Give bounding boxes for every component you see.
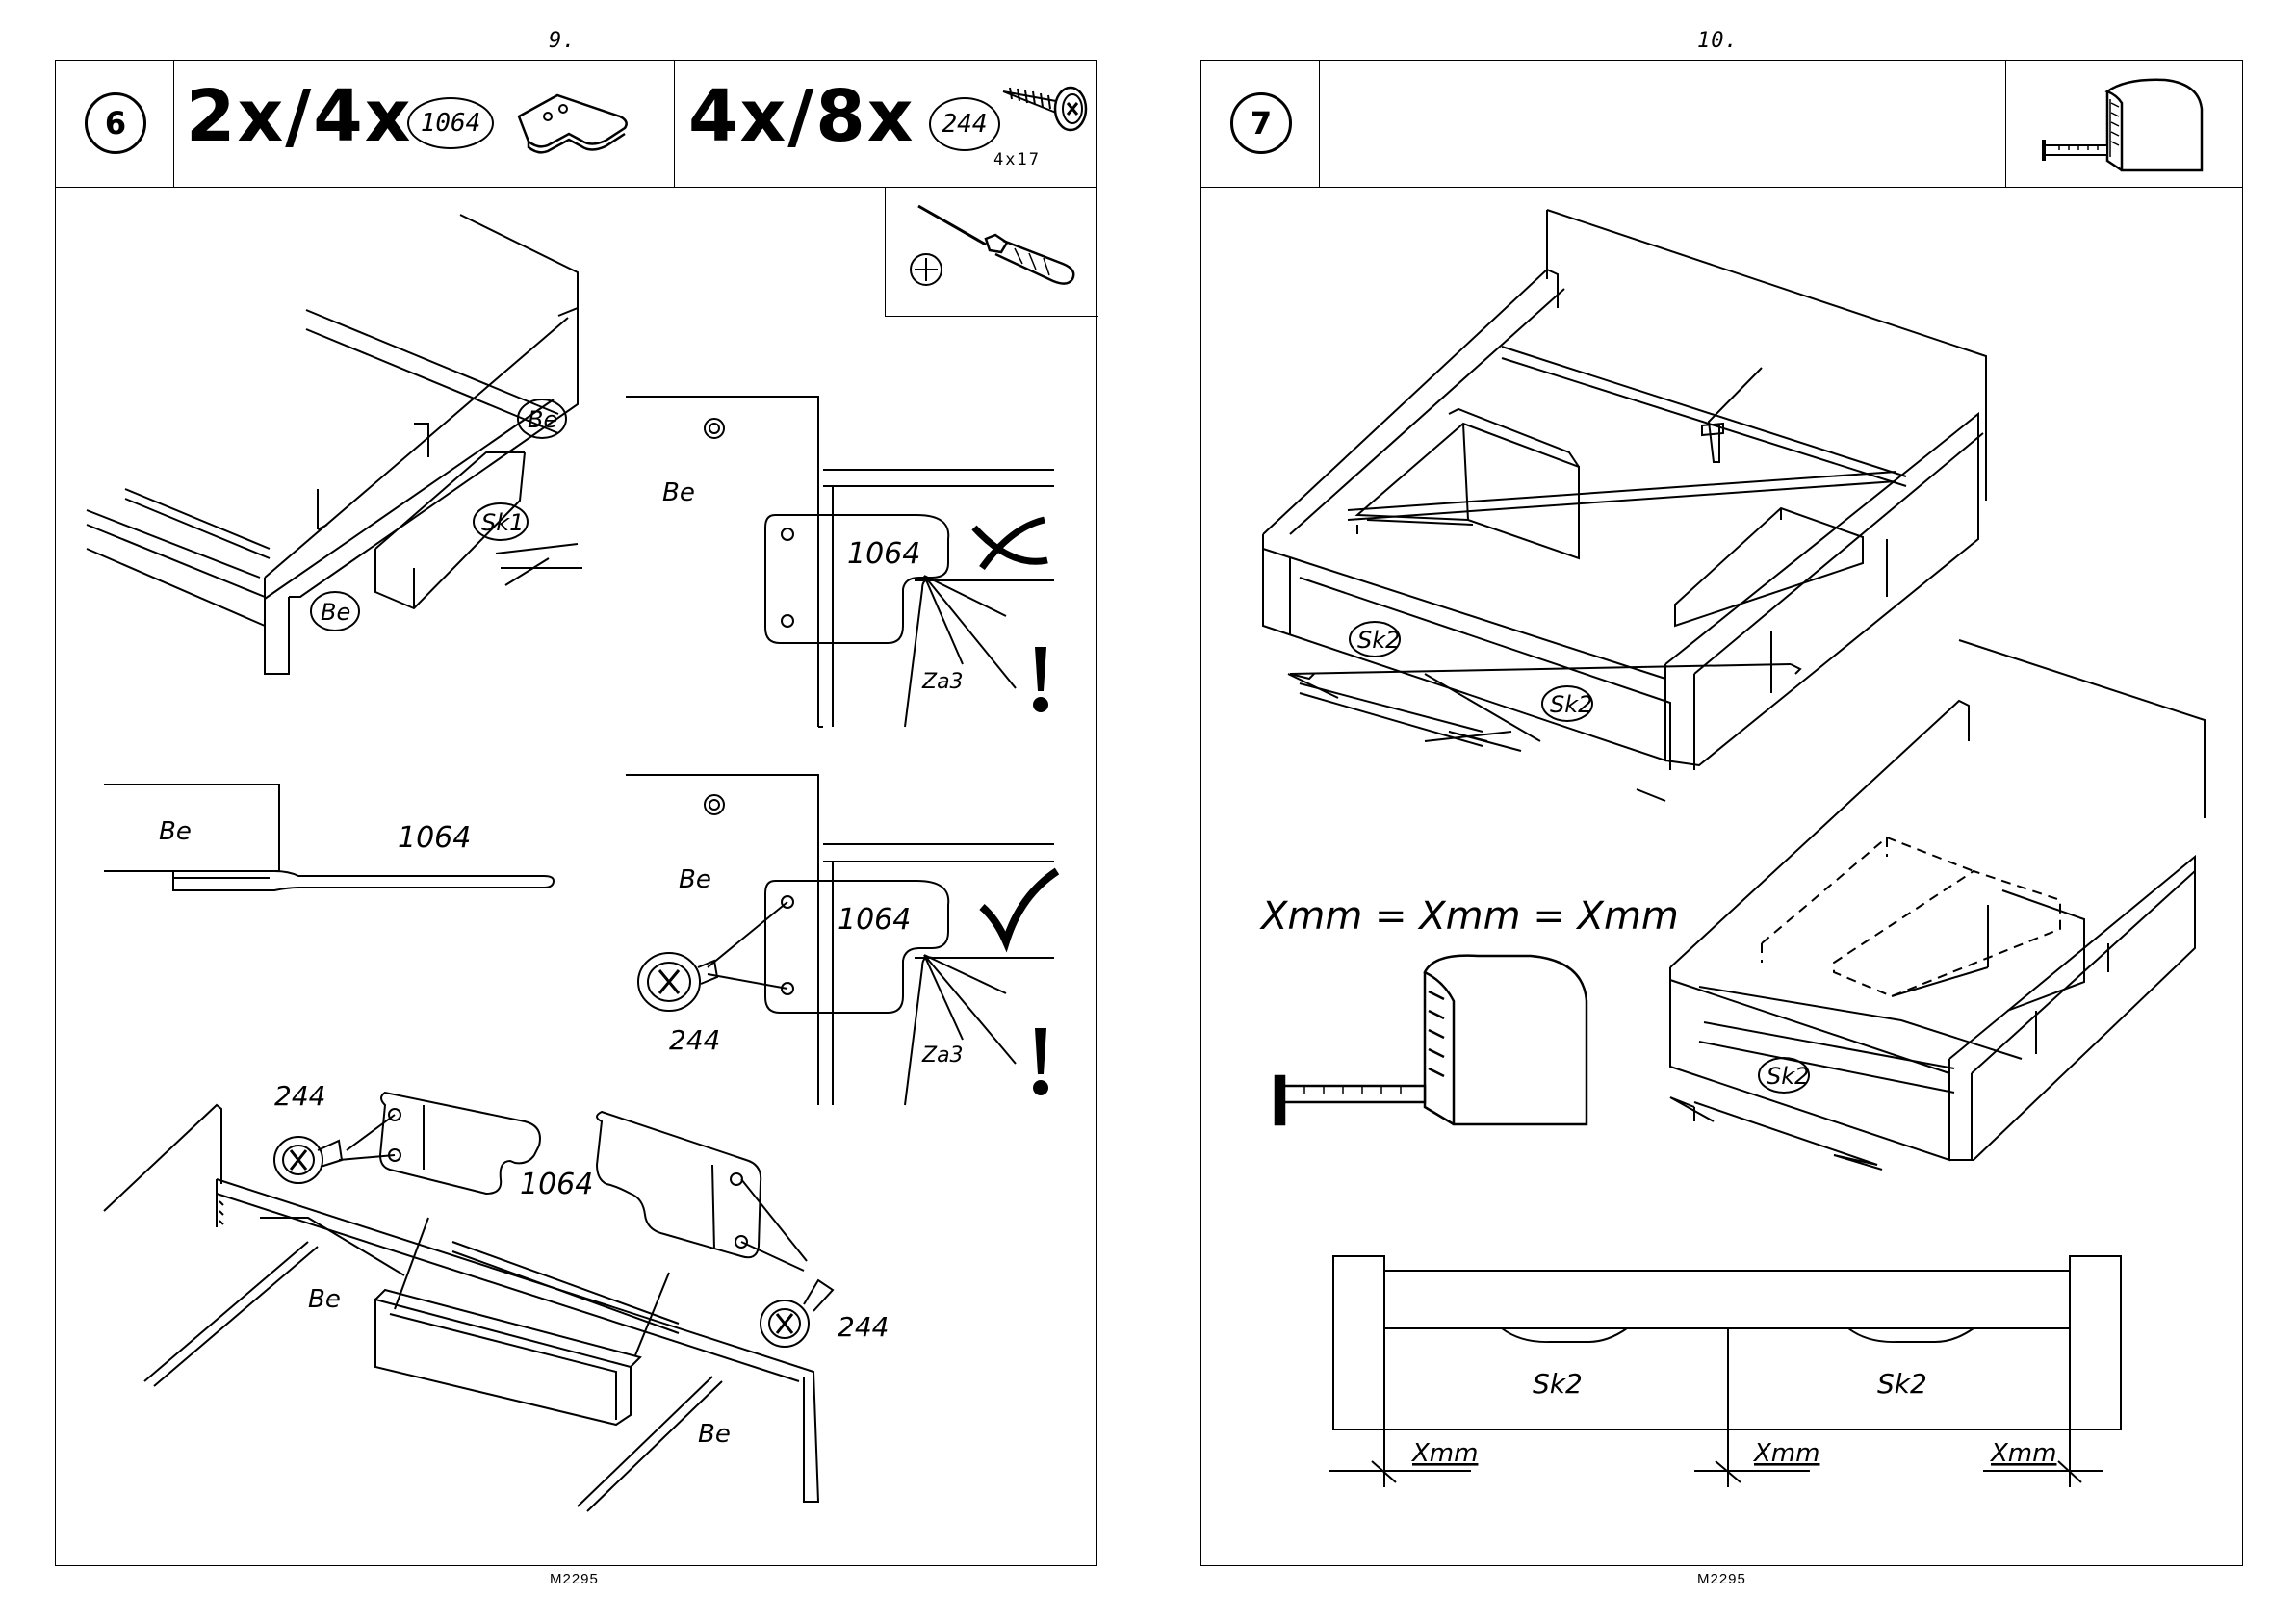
gap-label: Xmm xyxy=(1752,1439,1819,1468)
sk2-label: Sk2 xyxy=(1357,627,1400,654)
measurement-equation: Xmm = Xmm = Xmm xyxy=(1259,894,1679,939)
footer-code-right: M2295 xyxy=(1697,1571,1746,1587)
sk2-label: Sk2 xyxy=(1877,1368,1927,1400)
gap-label: Xmm xyxy=(1989,1439,2056,1468)
gap-label: Xmm xyxy=(1410,1439,1478,1468)
bed-with-one-drawer xyxy=(1670,640,2205,1170)
tape-measure-illustration xyxy=(1276,956,1587,1124)
sk2-label: Sk2 xyxy=(1767,1063,1809,1090)
sk2-label: Sk2 xyxy=(1533,1368,1583,1400)
bed-with-two-drawers xyxy=(1263,210,1986,801)
sk2-label: Sk2 xyxy=(1550,691,1592,718)
